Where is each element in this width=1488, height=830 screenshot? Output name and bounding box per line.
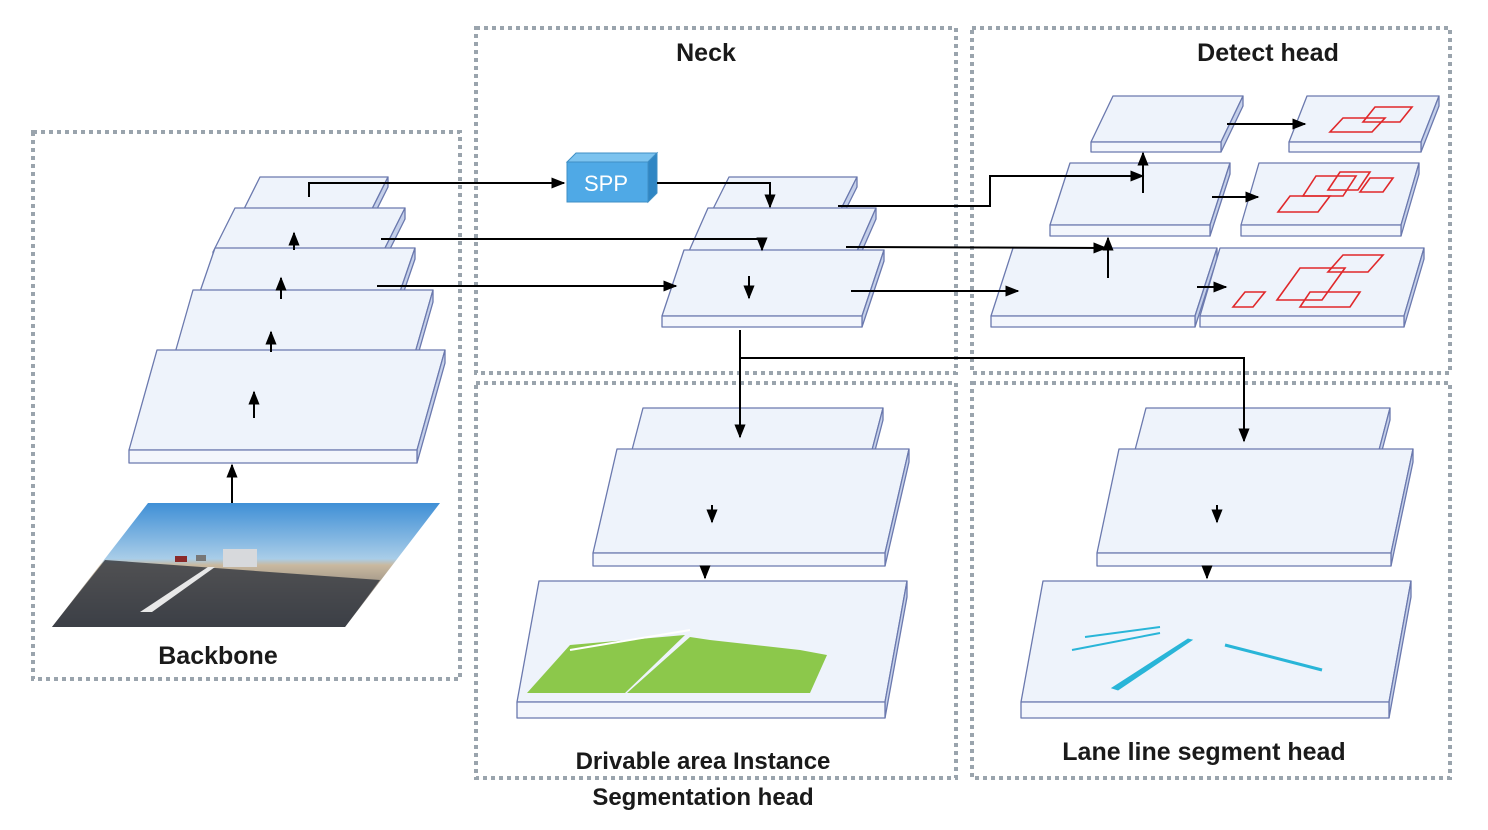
detect-output-1 <box>1288 95 1440 153</box>
lane-head-title: Lane line segment head <box>1062 738 1345 766</box>
lane-layer-2 <box>1096 448 1414 567</box>
backbone-border <box>31 130 462 681</box>
connections <box>226 118 1307 580</box>
drivable-area-mask <box>527 629 827 693</box>
backbone-layer-5 <box>128 349 446 464</box>
arrow-neck1-detect1 <box>838 170 1145 207</box>
drivable-head-title-line1: Drivable area Instance <box>576 748 831 775</box>
drivable-head-title-line2: Segmentation head <box>592 784 813 811</box>
detect-head-border <box>970 26 1452 375</box>
arrow-bb2-neck2 <box>381 237 768 252</box>
arrow-neck2-detect2 <box>845 242 1108 254</box>
neck-layer-3 <box>661 249 885 328</box>
arrow-spp-neck1 <box>657 182 776 209</box>
detect-head-title: Detect head <box>1197 39 1339 67</box>
arrow-bb1-spp <box>308 177 566 197</box>
neck-border <box>474 26 958 375</box>
arrow-neck-lane <box>740 357 1250 443</box>
neck-title: Neck <box>676 39 736 67</box>
module-borders <box>31 26 1452 780</box>
lane-lines <box>1071 626 1323 691</box>
spp-label: SPP <box>584 171 628 196</box>
detect-layer-2 <box>1049 162 1231 237</box>
detect-output-2 <box>1240 162 1420 237</box>
lane-layer-3 <box>1020 580 1412 719</box>
detect-output-3 <box>1199 247 1425 328</box>
detect-layer-1 <box>1090 95 1244 153</box>
input-road-image <box>52 503 440 627</box>
detect-layer-3 <box>990 247 1218 328</box>
spp-block: SPP <box>565 151 659 204</box>
drivable-layer-2 <box>592 448 910 567</box>
lane-head-border <box>970 381 1452 780</box>
detection-boxes <box>1231 106 1414 308</box>
drivable-head-border <box>474 381 958 780</box>
backbone-title: Backbone <box>158 642 278 670</box>
